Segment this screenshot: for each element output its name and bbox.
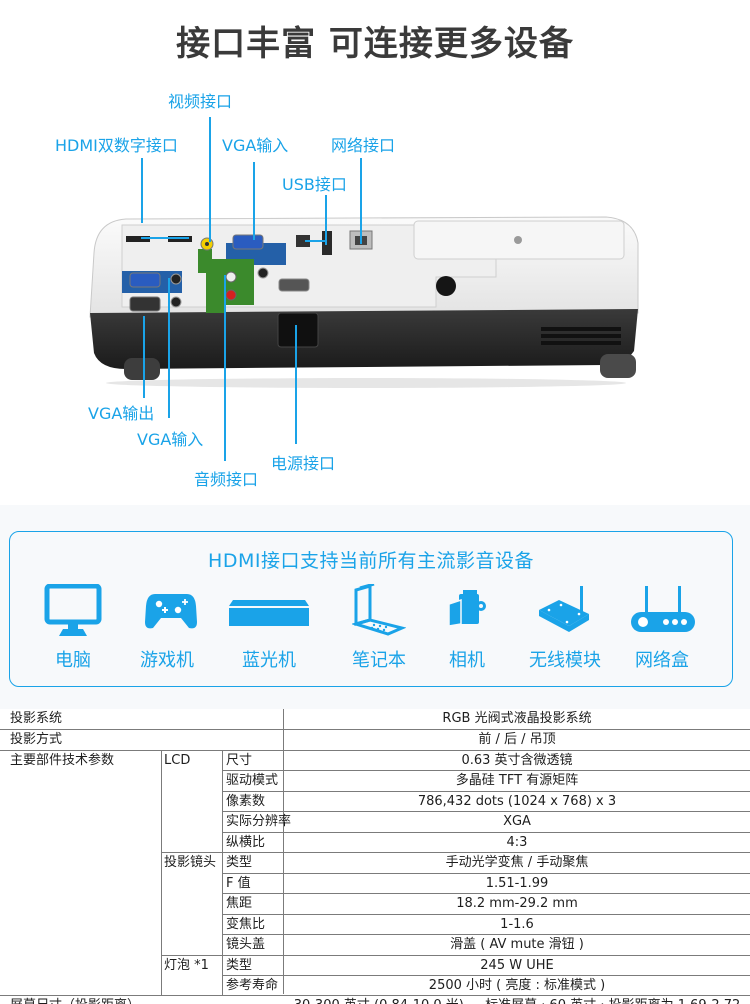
device-bluray bbox=[224, 584, 314, 628]
leader-hdmi bbox=[141, 158, 143, 223]
grid-line bbox=[222, 893, 750, 895]
grid-line bbox=[161, 852, 750, 854]
grid-line bbox=[222, 914, 750, 916]
callout-power: 电源接口 bbox=[271, 454, 336, 473]
spec-label: 主要部件技术参数 bbox=[10, 753, 115, 768]
spec-value: 0.63 英寸含微透镜 bbox=[461, 753, 573, 768]
grid-line bbox=[0, 729, 750, 731]
callout-video: 视频接口 bbox=[168, 92, 233, 111]
grid-line bbox=[222, 873, 750, 875]
spec-sublabel: 像素数 bbox=[226, 794, 266, 809]
grid-line bbox=[0, 995, 750, 997]
spec-value: XGA bbox=[503, 814, 531, 829]
device-camera bbox=[422, 584, 512, 630]
spec-value: 前 / 后 / 吊顶 bbox=[478, 732, 556, 747]
spec-value: 4:3 bbox=[506, 835, 528, 850]
grid-line bbox=[222, 750, 224, 995]
spec-sublabel: 类型 bbox=[226, 855, 253, 870]
device-label-bluray: 蓝光机 bbox=[242, 650, 296, 671]
callout-vga-in-bottom: VGA输入 bbox=[137, 430, 204, 449]
grid-line bbox=[161, 750, 163, 995]
grid-line bbox=[222, 811, 750, 813]
leader-usb-h bbox=[305, 240, 325, 242]
leader-power bbox=[295, 325, 297, 444]
grid-line bbox=[0, 750, 750, 752]
spec-group: 灯泡 *1 bbox=[164, 958, 209, 973]
spec-value: 滑盖 ( AV mute 滑钮 ) bbox=[450, 937, 584, 952]
device-label-wireless-module: 无线模块 bbox=[529, 650, 601, 671]
grid-line bbox=[222, 975, 750, 977]
spec-sublabel: 实际分辨率 bbox=[226, 814, 292, 829]
spec-value: 1.51-1.99 bbox=[485, 876, 549, 891]
network-box-icon bbox=[631, 586, 695, 632]
spec-value: 18.2 mm-29.2 mm bbox=[456, 896, 578, 911]
spec-sublabel: 驱动模式 bbox=[226, 773, 279, 788]
projector-rear-image bbox=[89, 216, 639, 388]
spec-group: LCD bbox=[164, 753, 191, 768]
spec-sublabel: 尺寸 bbox=[226, 753, 253, 768]
spec-label: 屏幕尺寸（投影距离） bbox=[0, 996, 140, 1004]
spec-sublabel: 变焦比 bbox=[226, 917, 266, 932]
spec-sublabel: F 值 bbox=[226, 876, 251, 891]
spec-value: 30-300 英寸 (0.84-10.0 米) — 标准屏幕 · 60 英寸 ·… bbox=[284, 996, 750, 1004]
spec-sublabel: 类型 bbox=[226, 958, 253, 973]
spec-value: 245 W UHE bbox=[480, 958, 554, 973]
callout-lan: 网络接口 bbox=[331, 136, 396, 155]
device-label-pc: 电脑 bbox=[55, 650, 91, 671]
spec-value: 多晶硅 TFT 有源矩阵 bbox=[455, 773, 579, 788]
leader-vga-out bbox=[143, 316, 145, 398]
grid-line bbox=[222, 934, 750, 936]
device-label-camera: 相机 bbox=[449, 650, 485, 671]
leader-vga-in-top bbox=[253, 162, 255, 240]
spec-value: 手动光学变焦 / 手动聚焦 bbox=[445, 855, 589, 870]
leader-vga-in-bottom bbox=[168, 278, 170, 418]
bluray-player-icon bbox=[229, 600, 309, 626]
device-wireless-module bbox=[520, 584, 610, 634]
callout-hdmi: HDMI双数字接口 bbox=[55, 136, 178, 155]
spec-value: 786,432 dots (1024 x 768) x 3 bbox=[417, 794, 617, 809]
camcorder-icon bbox=[448, 590, 486, 627]
spec-label: 投影方式 bbox=[10, 732, 63, 747]
hdmi-devices-panel: HDMI接口支持当前所有主流影音设备 电脑 游戏机 蓝光机 bbox=[9, 531, 733, 687]
spec-sublabel: 参考寿命 bbox=[226, 978, 279, 993]
spec-sublabel: 镜头盖 bbox=[226, 937, 266, 952]
spec-sublabel: 焦距 bbox=[226, 896, 253, 911]
spec-value: RGB 光阀式液晶投影系统 bbox=[442, 711, 592, 726]
device-label-network-box: 网络盒 bbox=[635, 650, 689, 671]
leader-video bbox=[209, 117, 211, 242]
grid-line bbox=[161, 955, 750, 957]
callout-audio: 音频接口 bbox=[194, 470, 259, 489]
gamepad-icon bbox=[145, 594, 197, 629]
device-game-console bbox=[126, 584, 216, 630]
spec-value: 2500 小时 ( 亮度 : 标准模式 ) bbox=[428, 978, 606, 993]
hdmi-panel-title: HDMI接口支持当前所有主流影音设备 bbox=[208, 550, 534, 572]
leader-lan bbox=[360, 158, 362, 244]
device-label-game-console: 游戏机 bbox=[140, 650, 194, 671]
callout-vga-out: VGA输出 bbox=[88, 404, 155, 423]
device-pc bbox=[28, 584, 118, 636]
grid-line bbox=[283, 709, 285, 994]
spec-table: 投影系统 投影方式 主要部件技术参数 LCD 投影镜头 灯泡 *1 尺寸 驱动模… bbox=[0, 709, 750, 1004]
leader-usb bbox=[325, 195, 327, 245]
wireless-module-icon bbox=[539, 586, 589, 632]
grid-line bbox=[222, 791, 750, 793]
laptop-icon bbox=[352, 584, 406, 636]
leader-hdmi-h bbox=[141, 237, 189, 239]
callout-usb: USB接口 bbox=[282, 175, 347, 194]
callout-vga-in-top: VGA输入 bbox=[222, 136, 289, 155]
spec-group: 投影镜头 bbox=[164, 855, 217, 870]
spec-label: 投影系统 bbox=[10, 711, 63, 726]
grid-line bbox=[222, 770, 750, 772]
leader-audio bbox=[224, 275, 226, 461]
device-laptop bbox=[334, 584, 424, 636]
device-network-box bbox=[618, 584, 708, 634]
grid-line bbox=[222, 832, 750, 834]
spec-sublabel: 纵横比 bbox=[226, 835, 266, 850]
page-title: 接口丰富 可连接更多设备 bbox=[176, 24, 574, 64]
device-label-laptop: 笔记本 bbox=[352, 650, 406, 671]
monitor-icon bbox=[44, 584, 102, 636]
spec-value: 1-1.6 bbox=[500, 917, 534, 932]
